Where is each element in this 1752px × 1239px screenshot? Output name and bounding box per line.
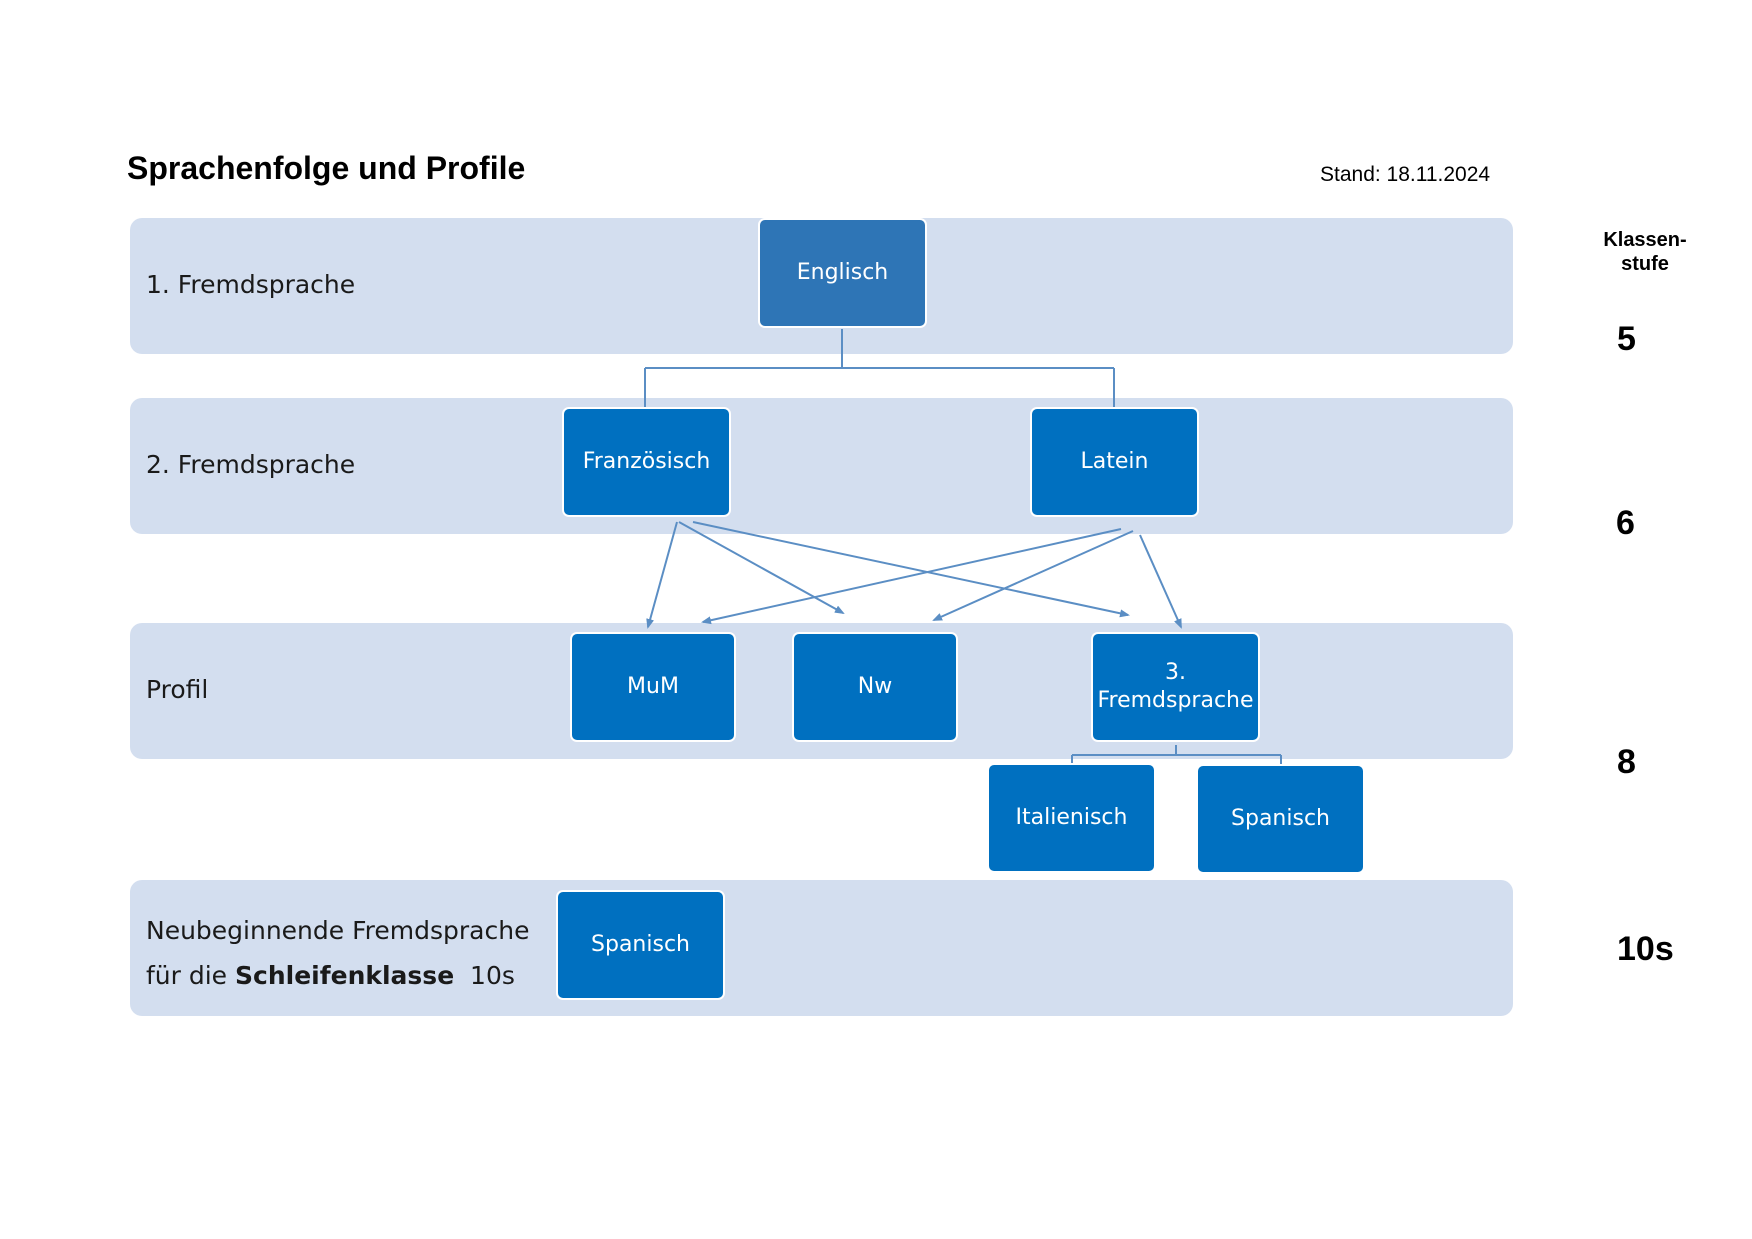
row-label-neubeginnende-line1: Neubeginnende Fremdsprache (146, 916, 530, 945)
node-spanisch-profil: Spanisch (1196, 764, 1365, 874)
node-dritte-line1: 3. (1164, 660, 1186, 685)
node-spanisch-neu: Spanisch (556, 890, 725, 1000)
page-title: Sprachenfolge und Profile (127, 150, 526, 186)
label-prefix: für die (146, 961, 236, 990)
row-label-fremdsprache-1: 1. Fremdsprache (146, 270, 356, 299)
klassenstufe-header: Klassen- stufe (1580, 228, 1710, 276)
row-band-neubeginnende (130, 880, 1513, 1016)
date-stamp: Stand: 18.11.2024 (1320, 163, 1491, 186)
klassenstufe-8: 8 (1617, 743, 1636, 781)
node-franzoesisch: Französisch (562, 407, 731, 517)
row-label-neubeginnende: Neubeginnende Fremdsprache für die Schle… (146, 908, 529, 998)
node-dritte-line2: Fremdsprache (1097, 688, 1254, 713)
row-label-fremdsprache-2: 2. Fremdsprache (146, 450, 356, 479)
label-suffix: 10s (454, 961, 515, 990)
arrow-latein-nw (932, 530, 1134, 621)
node-dritte-fremdsprache: 3. Fremdsprache (1091, 632, 1260, 742)
klassenstufe-header-line1: Klassen- (1603, 229, 1687, 251)
node-nw: Nw (792, 632, 958, 742)
klassenstufe-header-line2: stufe (1621, 253, 1669, 275)
node-englisch: Englisch (758, 218, 927, 328)
klassenstufe-5: 5 (1617, 320, 1636, 358)
arrow-latein-dritte (1139, 534, 1182, 629)
label-schleifenklasse: Schleifenklasse (235, 961, 455, 990)
klassenstufe-10s: 10s (1617, 930, 1674, 968)
node-mum: MuM (570, 632, 736, 742)
klassenstufe-6: 6 (1616, 504, 1635, 542)
node-italienisch: Italienisch (987, 763, 1156, 873)
node-latein: Latein (1030, 407, 1199, 517)
arrow-latein-mum (701, 528, 1122, 625)
row-label-neubeginnende-line2: für die Schleifenklasse 10s (146, 953, 529, 998)
arrow-franzoesisch-dritte (692, 521, 1130, 618)
row-band-fremdsprache-2 (130, 398, 1513, 534)
arrow-franzoesisch-mum (646, 521, 678, 629)
row-label-profil: Profil (146, 675, 209, 704)
